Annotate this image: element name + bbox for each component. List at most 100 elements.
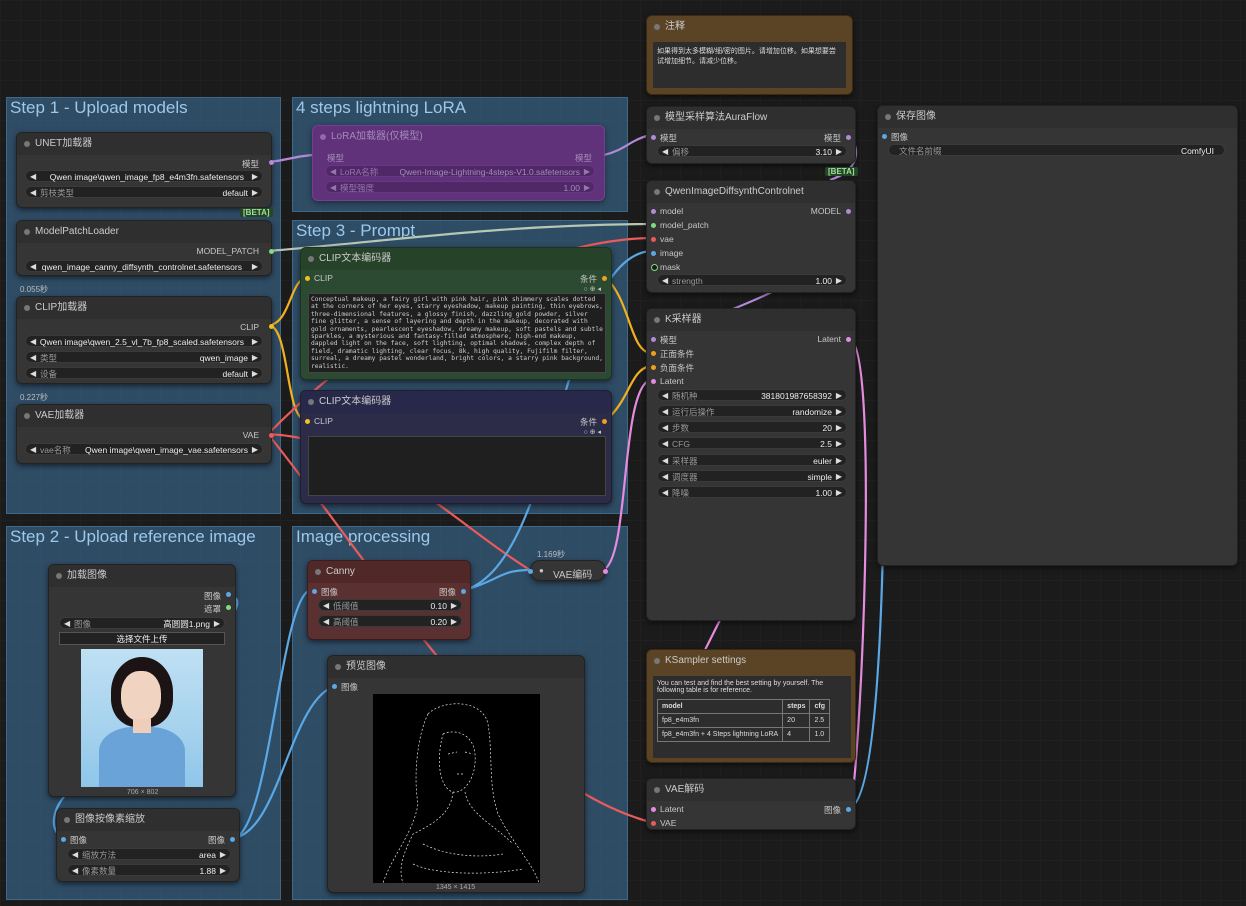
node-title: 预览图像	[346, 661, 386, 672]
note-node[interactable]: 注释 如果得到太多模糊/细/密的图片。请增加位移。如果想要尝试增加细节。请减少位…	[646, 15, 853, 95]
input-pin[interactable]	[312, 589, 317, 594]
negative-prompt-textarea[interactable]	[308, 436, 606, 496]
output-pin[interactable]	[269, 324, 274, 329]
input-pin[interactable]	[651, 135, 656, 140]
positive-prompt-textarea[interactable]: Conceptual makeup, a fairy girl with pin…	[308, 293, 606, 373]
clip-name-select[interactable]: ◀Qwen image\qwen_2.5_vl_7b_fp8_scaled.sa…	[25, 335, 263, 347]
input-pin[interactable]	[651, 337, 656, 342]
input-pin[interactable]	[882, 134, 887, 139]
input-pin[interactable]	[651, 237, 656, 242]
clip-text-negative-node[interactable]: CLIP文本编码器 CLIP 条件 ○ ⊕ ◂	[300, 390, 612, 504]
output-pin[interactable]	[846, 135, 851, 140]
input-pin[interactable]	[528, 569, 533, 574]
model-patch-loader-node[interactable]: ModelPatchLoader MODEL_PATCH ◀qwen_image…	[16, 220, 274, 276]
preview-image-node[interactable]: 预览图像 图像 1345 × 1415	[327, 655, 585, 893]
output-label: 图像	[438, 587, 456, 597]
input-pin[interactable]	[332, 684, 337, 689]
input-pin[interactable]	[651, 264, 658, 271]
upload-button[interactable]: 选择文件上传	[59, 632, 225, 645]
vae-decode-node[interactable]: VAE解码 Latent 图像 VAE	[646, 778, 856, 830]
input-pin[interactable]	[305, 419, 310, 424]
output-pin[interactable]	[226, 605, 231, 610]
input-label: 图像	[891, 132, 909, 142]
output-pin[interactable]	[846, 337, 851, 342]
output-pin[interactable]	[269, 249, 274, 254]
input-label: model	[660, 206, 684, 216]
clip-text-positive-node[interactable]: CLIP文本编码器 CLIP 条件 ○ ⊕ ◂ Conceptual makeu…	[300, 247, 612, 380]
image-select[interactable]: ◀图像高圆圆1.png▶	[59, 617, 225, 629]
node-title: KSampler settings	[665, 655, 747, 666]
node-title: LoRA加载器(仅模型)	[331, 131, 423, 142]
output-pin[interactable]	[846, 209, 851, 214]
output-label: 条件	[579, 417, 597, 427]
node-title: VAE加载器	[35, 410, 85, 421]
clip-loader-node[interactable]: CLIP加载器 CLIP ◀Qwen image\qwen_2.5_vl_7b_…	[16, 296, 274, 384]
input-pin[interactable]	[61, 837, 66, 842]
output-label: 模型	[574, 153, 592, 163]
input-pin[interactable]	[651, 365, 656, 370]
node-title: K采样器	[665, 314, 702, 325]
input-pin[interactable]	[305, 276, 310, 281]
unet-loader-node[interactable]: UNET加载器 模型 ◀Qwen image\qwen_image_fp8_e4…	[16, 132, 274, 208]
output-pin[interactable]	[461, 589, 466, 594]
output-label: 模型	[823, 133, 841, 143]
output-pin[interactable]	[602, 276, 607, 281]
load-image-node[interactable]: 加载图像 图像 遮罩 ◀图像高圆圆1.png▶ 选择文件上传 706 × 802	[48, 564, 236, 797]
output-pin[interactable]	[602, 419, 607, 424]
vae-encode-node[interactable]: ● VAE编码	[528, 560, 608, 581]
input-pin[interactable]	[651, 251, 656, 256]
ksampler-settings-note[interactable]: KSampler settings You can test and find …	[646, 649, 856, 763]
text-toolbar-icons[interactable]: ○ ⊕ ◂	[583, 429, 602, 436]
input-pin[interactable]	[651, 821, 656, 826]
unet-model-select[interactable]: ◀Qwen image\qwen_image_fp8_e4m3fn.safete…	[25, 170, 263, 182]
output-pin[interactable]	[846, 807, 851, 812]
input-label: model_patch	[660, 220, 709, 230]
input-pin[interactable]	[651, 351, 656, 356]
output-pin[interactable]	[230, 837, 235, 842]
output-label: Latent	[817, 334, 841, 344]
input-pin[interactable]	[651, 223, 656, 228]
input-pin[interactable]	[651, 379, 656, 384]
preview-size-label: 1345 × 1415	[436, 884, 476, 891]
output-pin[interactable]	[226, 592, 231, 597]
output-label: 图像	[207, 835, 225, 845]
output-pin[interactable]	[269, 160, 274, 165]
patch-select[interactable]: ◀qwen_image_canny_diffsynth_controlnet.s…	[25, 260, 263, 272]
output-pin[interactable]	[269, 433, 274, 438]
node-title: VAE解码	[665, 784, 705, 795]
diffsynth-controlnet-node[interactable]: QwenImageDiffsynthControlnet model MODEL…	[646, 180, 856, 293]
input-pin[interactable]	[651, 807, 656, 812]
note-text[interactable]: 如果得到太多模糊/细/密的图片。请增加位移。如果想要尝试增加细节。请减少位移。	[653, 42, 846, 88]
output-pin[interactable]	[603, 569, 608, 574]
input-pin[interactable]	[651, 209, 656, 214]
text-toolbar-icons[interactable]: ○ ⊕ ◂	[583, 286, 602, 293]
